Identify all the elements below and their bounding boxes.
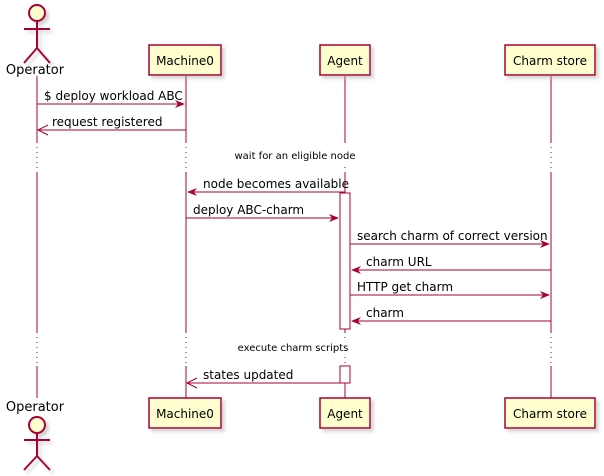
arrowhead-icon	[329, 214, 339, 222]
arrowhead-icon	[351, 317, 361, 325]
actor-operator-bottom-label: Operator	[6, 400, 65, 415]
actor-figure-icon	[23, 4, 51, 64]
message-states-updated: states updated	[185, 368, 340, 389]
actor-operator-bottom: Operator	[6, 400, 65, 471]
message-label: search charm of correct version	[357, 229, 548, 243]
participant-charmstore-top: Charm store	[504, 44, 596, 76]
arrowhead-icon	[36, 124, 49, 136]
participant-agent-bottom-label: Agent	[327, 407, 363, 421]
message-charm-url: charm URL	[351, 255, 551, 274]
arrowhead-icon	[351, 266, 361, 274]
actor-figure-icon	[23, 416, 51, 471]
participant-machine0-bottom: Machine0	[148, 397, 222, 429]
delay-label: execute charm scripts	[238, 343, 349, 354]
delay-wait-eligible: wait for an eligible node	[228, 147, 362, 163]
participant-charmstore-bottom: Charm store	[504, 397, 596, 429]
participant-charmstore-bottom-label: Charm store	[513, 407, 587, 421]
activation-agent-1	[339, 192, 351, 330]
message-label: states updated	[203, 368, 293, 382]
activation-agent-2	[339, 365, 351, 384]
message-label: node becomes available	[203, 177, 349, 191]
participant-agent-top: Agent	[319, 44, 371, 76]
arrowhead-icon	[185, 377, 198, 389]
participant-machine0-bottom-label: Machine0	[156, 407, 214, 421]
arrowhead-icon	[540, 240, 550, 248]
arrowhead-icon	[175, 100, 185, 108]
message-charm: charm	[351, 306, 551, 325]
message-label: charm	[366, 306, 404, 320]
message-http-get: HTTP get charm	[350, 280, 550, 299]
participant-machine0-top: Machine0	[148, 44, 222, 76]
delay-execute-scripts: execute charm scripts	[232, 339, 354, 355]
message-deploy-charm: deploy ABC-charm	[186, 203, 339, 222]
message-node-available: node becomes available	[187, 177, 349, 196]
message-label: $ deploy workload ABC	[44, 89, 183, 103]
actor-operator-top: Operator	[6, 4, 65, 78]
participant-machine0-top-label: Machine0	[156, 54, 214, 68]
message-label: HTTP get charm	[357, 280, 453, 294]
actor-operator-top-label: Operator	[6, 63, 65, 78]
message-label: deploy ABC-charm	[193, 203, 304, 217]
delay-label: wait for an eligible node	[234, 151, 355, 162]
message-deploy-workload: $ deploy workload ABC	[37, 89, 185, 108]
message-search-charm: search charm of correct version	[350, 229, 550, 248]
arrowhead-icon	[540, 291, 550, 299]
participant-charmstore-top-label: Charm store	[513, 54, 587, 68]
messages: $ deploy workload ABC request registered…	[36, 89, 551, 389]
arrowhead-icon	[187, 188, 197, 196]
activations	[339, 192, 351, 384]
message-label: charm URL	[366, 255, 432, 269]
message-request-registered: request registered	[36, 115, 186, 136]
participant-agent-top-label: Agent	[327, 54, 363, 68]
message-label: request registered	[52, 115, 162, 129]
participant-agent-bottom: Agent	[319, 397, 371, 429]
